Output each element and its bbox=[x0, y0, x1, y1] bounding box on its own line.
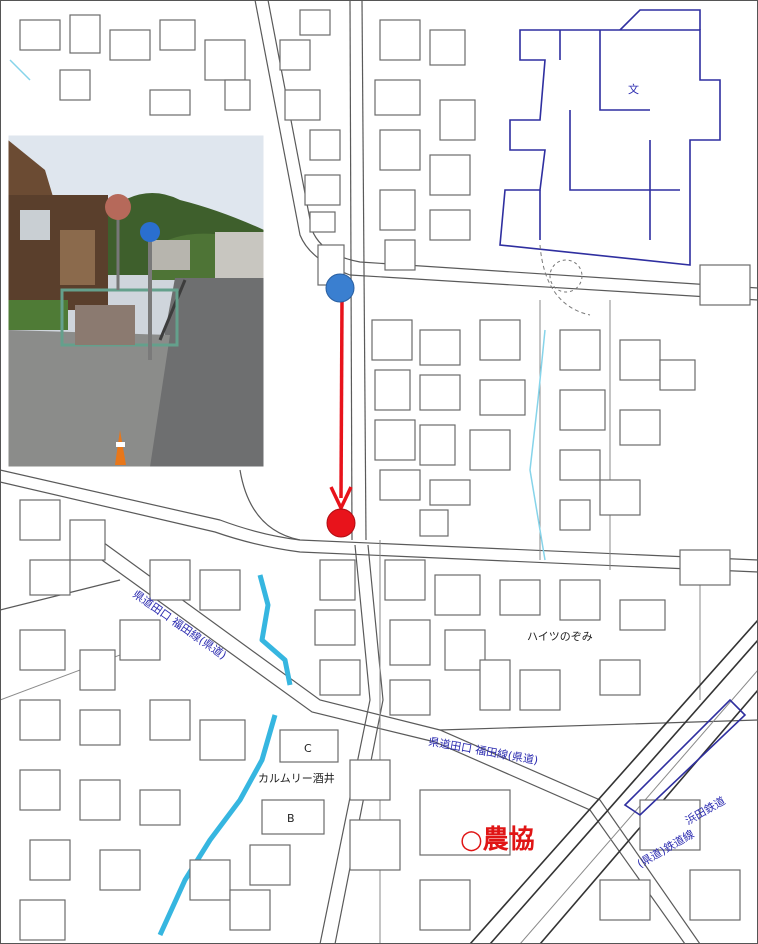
school-complex: 文 bbox=[499, 9, 721, 316]
building-b-label: B bbox=[287, 812, 295, 825]
nokyo-label: ○農協 bbox=[460, 825, 535, 855]
nokyo-building bbox=[419, 789, 511, 856]
photo-inset[interactable] bbox=[7, 134, 265, 468]
creek-lines bbox=[9, 59, 546, 937]
school-mark: 文 bbox=[628, 82, 639, 96]
start-marker[interactable] bbox=[325, 273, 355, 303]
building-footprints bbox=[19, 9, 751, 941]
building-c-label: C bbox=[304, 742, 312, 755]
building-c bbox=[279, 729, 339, 763]
road-label-right: 県道田口 福田線(県道) bbox=[427, 734, 539, 767]
karumuri-label: カルムリー酒井 bbox=[258, 771, 335, 785]
route-arrow-head bbox=[329, 486, 353, 510]
route-arrow-line bbox=[339, 299, 344, 499]
end-marker[interactable] bbox=[326, 508, 356, 538]
building-b bbox=[261, 799, 325, 835]
route bbox=[325, 273, 356, 538]
heights-label: ハイツのぞみ bbox=[527, 630, 593, 643]
